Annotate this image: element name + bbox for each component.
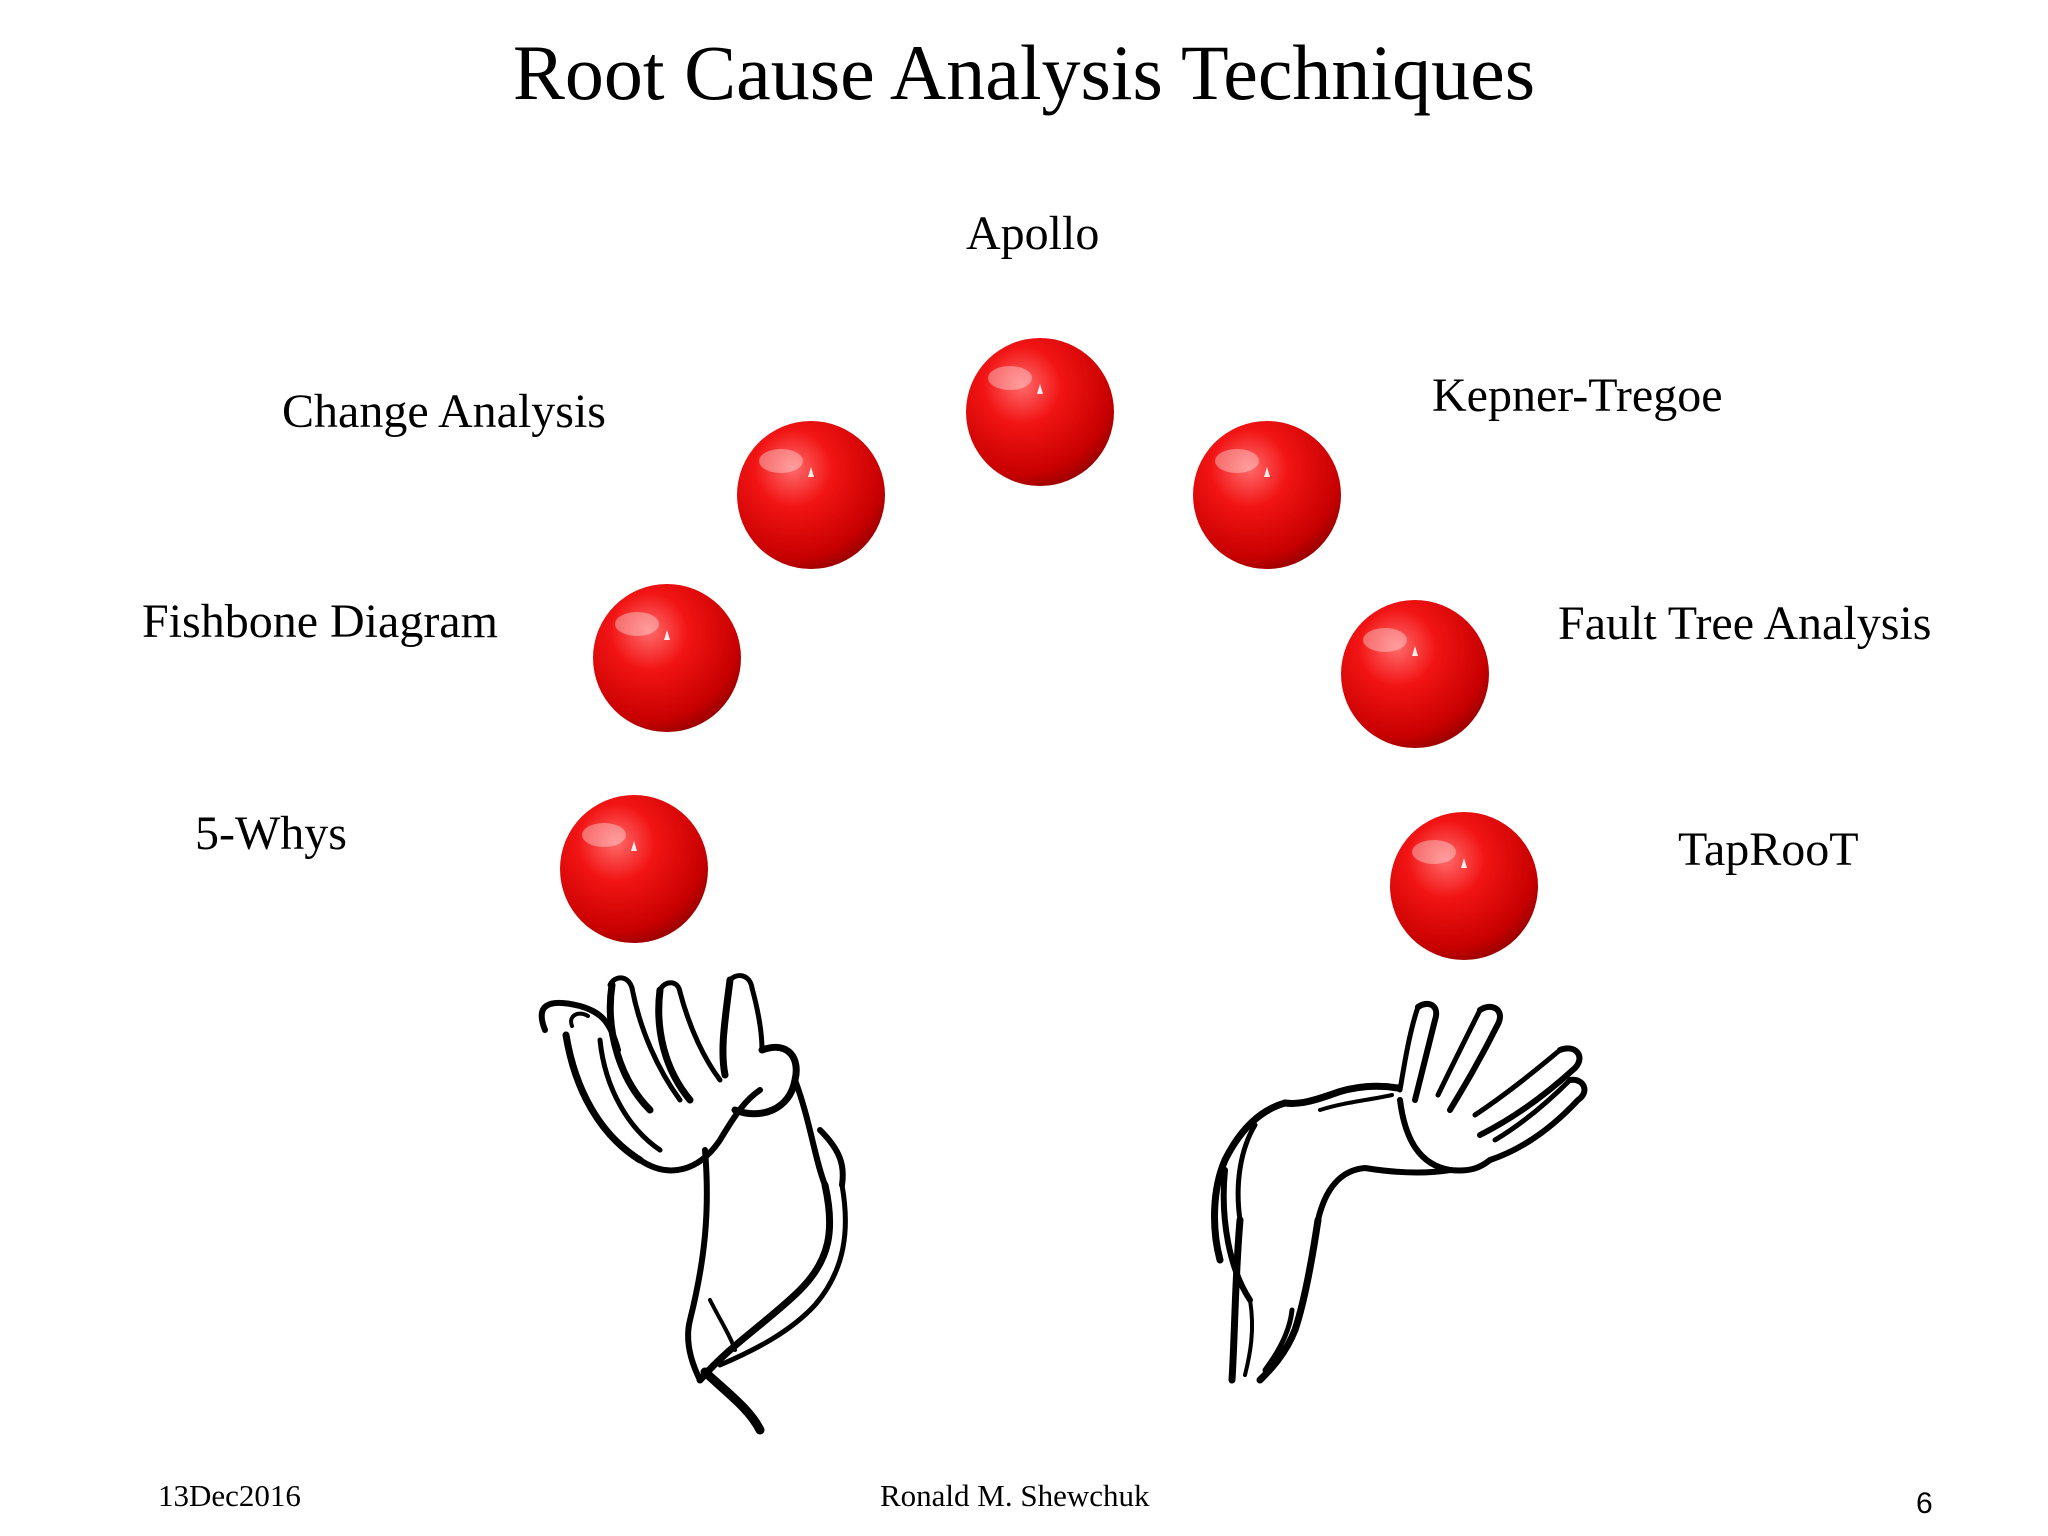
ball-kepner-tregoe	[1193, 421, 1341, 569]
right-hand-icon	[1211, 1000, 1588, 1384]
technique-label-5-whys: 5-Whys	[195, 807, 347, 860]
ball-fishbone-diagram	[593, 584, 741, 732]
ball-fault-tree-analysis	[1341, 600, 1489, 748]
technique-label-fishbone-diagram: Fishbone Diagram	[142, 595, 498, 648]
technique-label-fault-tree-analysis: Fault Tree Analysis	[1558, 597, 1932, 650]
left-hand-icon	[538, 973, 848, 1435]
technique-label-apollo: Apollo	[966, 207, 1100, 260]
technique-label-taproot: TapRooT	[1678, 823, 1859, 876]
footer-author: Ronald M. Shewchuk	[880, 1478, 1150, 1513]
ball-5-whys	[560, 795, 708, 943]
ball-taproot	[1390, 812, 1538, 960]
page-number: 6	[1916, 1487, 1933, 1520]
ball-apollo	[966, 338, 1114, 486]
footer-date: 13Dec2016	[158, 1478, 301, 1513]
technique-label-change-analysis: Change Analysis	[282, 385, 606, 438]
technique-label-kepner-tregoe: Kepner-Tregoe	[1432, 369, 1723, 422]
slide-title: Root Cause Analysis Techniques	[512, 29, 1536, 116]
ball-change-analysis	[737, 421, 885, 569]
